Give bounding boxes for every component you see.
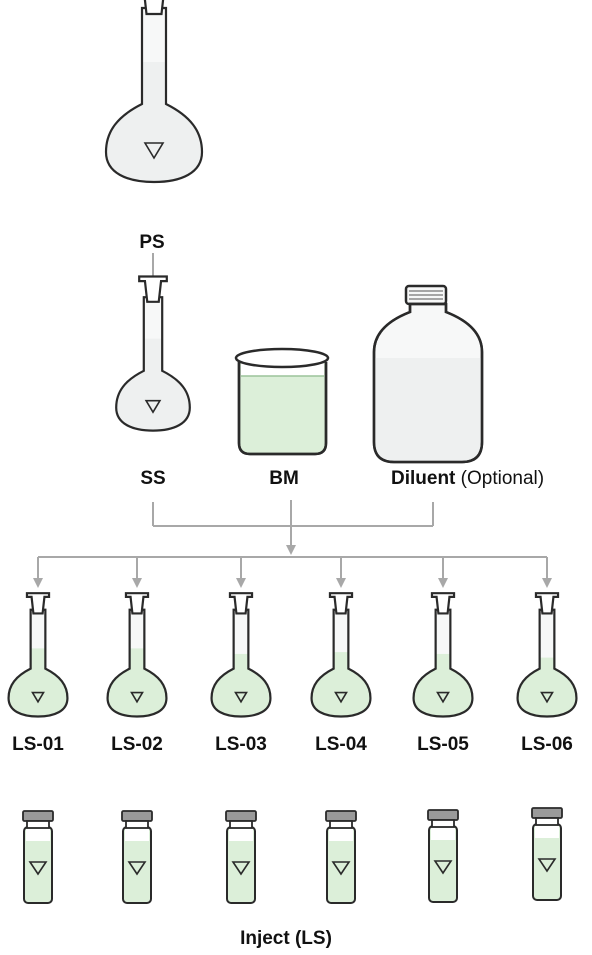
bm-label: BM [269, 468, 299, 489]
level-label: LS-04 [315, 734, 367, 755]
primary-stock-flask-icon [104, 0, 204, 184]
connector-lines [33, 253, 552, 588]
level-label: LS-01 [12, 734, 64, 755]
vial-icon [121, 810, 153, 904]
vial-row [22, 807, 563, 904]
secondary-stock-flask-icon [115, 275, 191, 432]
diluent-label-group: Diluent (Optional) [391, 468, 544, 490]
vial-icon [225, 810, 257, 904]
beaker-icon [234, 347, 330, 456]
level-label: LS-02 [111, 734, 163, 755]
diluent-optional-note: (Optional) [460, 468, 545, 489]
diluent-label: Diluent [391, 468, 456, 489]
diluent-bottle-icon [372, 284, 484, 464]
level-label: LS-05 [417, 734, 469, 755]
level-label: LS-03 [215, 734, 267, 755]
level-flask-row [7, 592, 578, 718]
vial-icon [427, 809, 459, 903]
vial-icon [531, 807, 563, 901]
vial-icon [325, 810, 357, 904]
ss-label: SS [140, 468, 166, 489]
vial-icon [22, 810, 54, 904]
inject-label: Inject (LS) [240, 928, 332, 949]
level-label: LS-06 [521, 734, 573, 755]
level-flask-icon [210, 592, 272, 718]
ps-label: PS [139, 232, 165, 253]
